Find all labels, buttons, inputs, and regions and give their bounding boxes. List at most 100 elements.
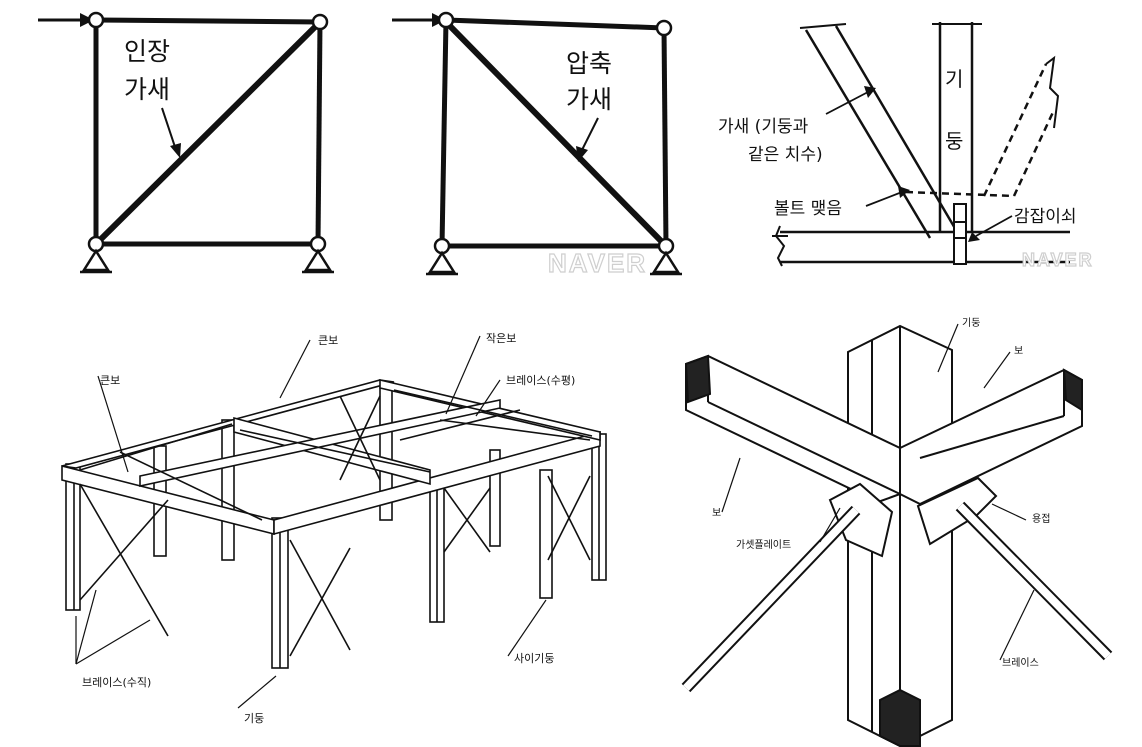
watermark: NAVER — [548, 248, 647, 278]
leader-line — [279, 339, 311, 399]
column — [221, 419, 235, 561]
joint-beam-label-right: 보 — [1014, 345, 1023, 357]
girder-label-top: 큰보 — [318, 334, 338, 347]
dashed-brace-edge — [982, 63, 1048, 197]
brace-edge — [804, 29, 932, 239]
leader-line — [75, 589, 97, 665]
pin-joint — [437, 11, 455, 29]
vertical-brace — [289, 547, 351, 657]
horizontal-brace-label: 브레이스(수평) — [506, 374, 575, 387]
support-triangle — [303, 248, 333, 272]
side-girder — [273, 430, 601, 536]
leader-line — [819, 507, 841, 543]
horizontal-brace — [79, 423, 233, 471]
intermediate-column-label: 사이기둥 — [514, 652, 554, 665]
column-label-1: 기 — [945, 67, 963, 91]
load-arrow-head — [80, 13, 94, 27]
tension-brace-label-1: 인장 — [124, 37, 170, 66]
support-triangle — [81, 248, 111, 272]
vertical-brace-label: 브레이스(수직) — [82, 676, 151, 689]
horizontal-brace — [393, 389, 593, 437]
leader-line — [721, 457, 741, 513]
steel-frame-isometric — [61, 335, 607, 709]
brace-rod-fill — [957, 503, 1111, 659]
vertical-brace — [79, 483, 169, 637]
support-triangle — [651, 250, 681, 274]
leader-line — [991, 503, 1027, 521]
support-triangle — [427, 250, 457, 274]
dashed-connection — [905, 190, 1015, 198]
brace-break — [799, 23, 847, 29]
column — [65, 463, 81, 611]
column — [539, 469, 553, 599]
brace-column-detail: 기 둥 가새 (기둥과 같은 치수) 볼트 맺음 감잡이쇠 NAVER — [718, 22, 1094, 271]
bolt-label: 볼트 맺음 — [774, 199, 842, 219]
compression-brace-label-2: 가새 — [566, 85, 612, 114]
vertical-brace — [289, 539, 351, 651]
brace-rod-fill — [683, 507, 859, 691]
leader-line — [475, 379, 501, 417]
joint-labels: 기둥 보 보 가셋플레이트 용접 브레이스 — [712, 317, 1050, 669]
column-base-shadow — [879, 688, 921, 747]
horizontal-brace — [119, 451, 263, 521]
diagonal-brace — [95, 21, 321, 245]
leader-line — [983, 351, 1011, 389]
watermark: NAVER — [1022, 250, 1094, 270]
leader-line — [97, 375, 129, 473]
leader-line — [825, 91, 869, 115]
leader-line — [865, 191, 903, 207]
beam-edge — [919, 415, 1065, 459]
leader-line — [975, 215, 1013, 237]
leader-line — [445, 335, 481, 415]
leader-line — [999, 589, 1035, 661]
rear-girder — [61, 379, 395, 469]
gusset-plate — [828, 482, 894, 558]
joint-beam-label-left: 보 — [712, 507, 721, 519]
leader-arrow — [170, 143, 181, 158]
leader-arrow — [576, 146, 588, 162]
leader-line — [581, 117, 599, 151]
frame-labels: 큰보 큰보 작은보 브레이스(수평) 브레이스(수직) 기둥 사이기둥 — [82, 332, 575, 725]
pin-joint — [311, 13, 329, 31]
compression-brace-truss: 압축 가새 NAVER — [392, 11, 682, 279]
brace-edge — [834, 25, 958, 231]
small-beam — [139, 399, 501, 487]
base-beam-break — [774, 225, 786, 267]
joint-brace-label: 브레이스 — [1002, 657, 1039, 669]
beam-end-shadow — [684, 354, 712, 404]
dashed-brace-break — [1045, 55, 1060, 129]
leader-line — [75, 619, 151, 665]
leader-arrow — [864, 86, 876, 98]
girder-label-left: 큰보 — [100, 374, 120, 387]
gusset-label: 가셋플레이트 — [736, 539, 791, 551]
leader-line — [937, 323, 959, 373]
leader-line — [237, 675, 277, 709]
clip-label: 감잡이쇠 — [1014, 207, 1077, 227]
right-post — [661, 27, 669, 247]
pin-joint — [87, 11, 105, 29]
horizontal-brace — [239, 429, 431, 473]
compression-brace-label-1: 압축 — [566, 49, 612, 78]
column-label: 기둥 — [244, 712, 264, 725]
vertical-brace — [79, 499, 169, 601]
column — [489, 449, 501, 547]
vertical-brace — [339, 395, 381, 481]
diagonal-brace — [445, 21, 667, 247]
pin-joint — [655, 19, 673, 37]
tension-brace-label-2: 가새 — [124, 75, 170, 104]
top-chord — [445, 17, 665, 31]
leader-arrow — [898, 186, 910, 198]
leader-line — [507, 599, 547, 657]
joint-column-label: 기둥 — [962, 317, 980, 329]
brace-label-1: 가새 (기둥과 — [718, 117, 809, 137]
tension-brace-truss: 인장 가새 — [38, 11, 334, 274]
columns — [65, 387, 607, 669]
weld-label: 용접 — [1032, 513, 1050, 525]
beam-column-joint — [681, 323, 1113, 747]
bolt — [953, 203, 967, 265]
leader-arrow — [968, 232, 980, 242]
dashed-brace-edge — [1012, 109, 1056, 197]
beam-end-shadow — [1062, 368, 1083, 412]
column-label-2: 둥 — [945, 129, 963, 153]
